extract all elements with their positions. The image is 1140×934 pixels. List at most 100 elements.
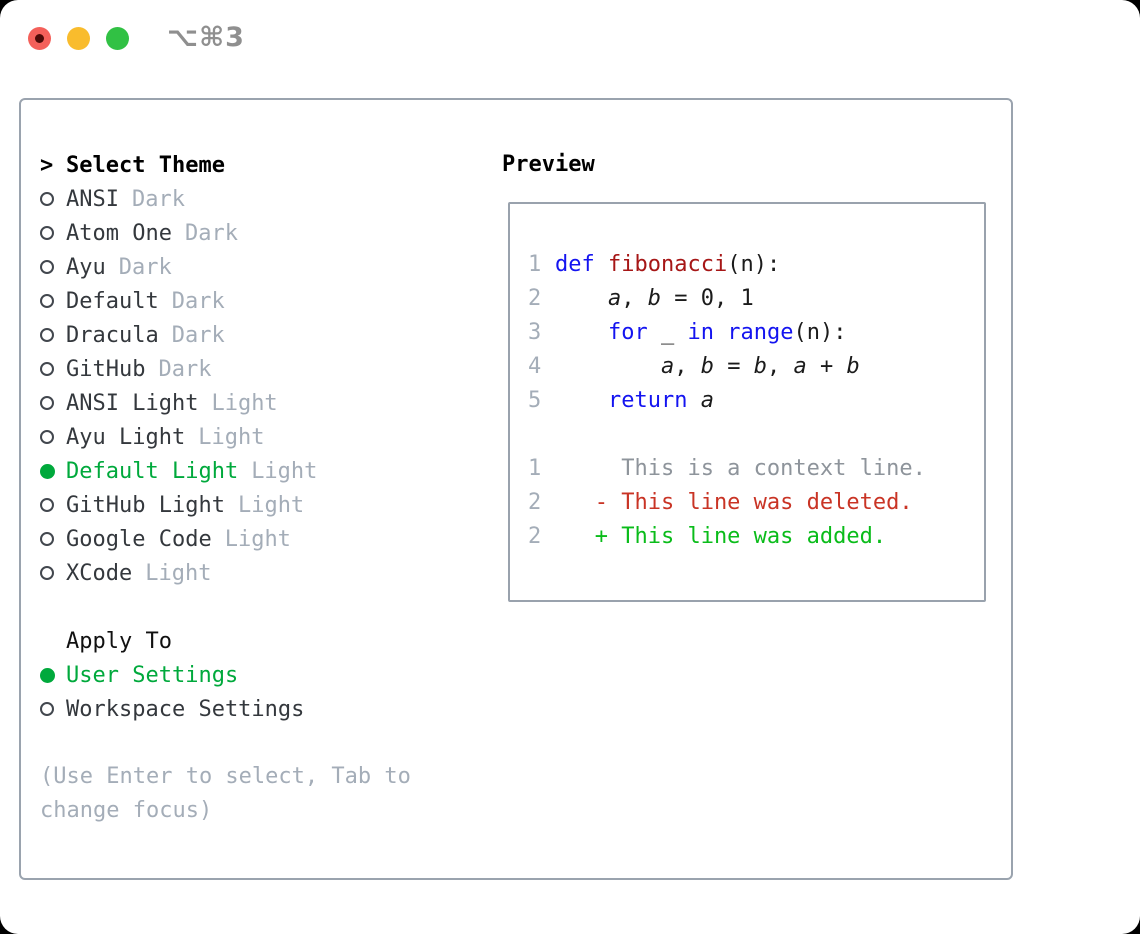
spacer — [21, 590, 491, 624]
radio-selected-icon — [40, 463, 55, 479]
code-token: fibonacci — [608, 252, 728, 277]
zoom-button[interactable] — [106, 27, 129, 50]
theme-variant: Dark — [131, 186, 185, 212]
apply-to-header: Apply To — [21, 624, 491, 658]
select-theme-header: > Select Theme — [21, 148, 491, 182]
traffic-lights — [28, 27, 129, 50]
theme-option[interactable]: Ayu Dark — [21, 250, 491, 284]
radio-icon — [40, 294, 54, 308]
theme-variant: Dark — [158, 356, 212, 382]
code-token: = — [713, 354, 754, 379]
preview-title: Preview — [502, 152, 595, 177]
line-number: 1 — [528, 456, 542, 481]
titlebar: ⌥⌘3 — [0, 0, 1140, 76]
close-button[interactable] — [28, 27, 51, 50]
code-token: = 0, 1 — [660, 286, 754, 311]
minimize-button[interactable] — [67, 27, 90, 50]
code-token — [687, 388, 700, 413]
code-token: a — [660, 354, 675, 379]
code-token: range — [727, 320, 794, 345]
radio-marker — [40, 396, 66, 410]
code-token: a — [700, 388, 714, 413]
apply-option[interactable]: Workspace Settings — [21, 692, 491, 726]
radio-marker — [40, 667, 66, 683]
radio-icon — [40, 532, 54, 546]
code-line: 4 a, b = b, a + b — [528, 350, 984, 384]
theme-name: Google Code — [66, 526, 212, 552]
theme-name: GitHub Light — [66, 492, 225, 518]
theme-name: GitHub — [66, 356, 146, 382]
theme-variant: Dark — [171, 288, 225, 314]
theme-variant: Dark — [118, 254, 172, 280]
radio-marker — [40, 328, 66, 342]
radio-icon — [40, 702, 54, 716]
theme-name: XCode — [66, 560, 133, 586]
code-token — [595, 252, 608, 277]
code-token — [555, 286, 608, 311]
theme-option[interactable]: ANSI Dark — [21, 182, 491, 216]
radio-marker — [40, 498, 66, 512]
code-token: _ — [647, 320, 688, 345]
code-token: b — [846, 354, 860, 379]
code-token: def — [555, 252, 595, 277]
list-title: Select Theme — [66, 152, 225, 178]
diff-preview: 1 This is a context line.2 - This line w… — [528, 452, 984, 554]
code-line: 5 return a — [528, 384, 984, 418]
code-token — [555, 388, 608, 413]
diff-text: + This line was added. — [555, 524, 887, 549]
diff-text: This is a context line. — [555, 456, 926, 481]
line-number: 2 — [528, 490, 542, 515]
radio-selected-icon — [40, 667, 55, 683]
keyboard-hint: (Use Enter to select, Tab to change focu… — [40, 764, 411, 823]
radio-marker — [40, 463, 66, 479]
radio-marker — [40, 430, 66, 444]
code-token: in — [687, 320, 714, 345]
code-token: a — [607, 286, 622, 311]
code-token: (n): — [793, 320, 847, 345]
theme-option[interactable]: Google Code Light — [21, 522, 491, 556]
window-shortcut-label: ⌥⌘3 — [167, 22, 245, 53]
code-token: b — [753, 354, 767, 379]
apply-option-label: Workspace Settings — [66, 696, 305, 722]
code-token: for — [607, 320, 648, 345]
theme-name: Default Light — [66, 458, 239, 484]
radio-marker — [40, 532, 66, 546]
code-token: return — [607, 388, 688, 413]
line-number: 2 — [528, 524, 542, 549]
theme-name: ANSI Light — [66, 390, 199, 416]
blank-line — [528, 418, 984, 452]
radio-marker — [40, 192, 66, 206]
line-number: 1 — [528, 252, 542, 277]
radio-marker — [40, 702, 66, 716]
theme-name: Ayu — [66, 254, 106, 280]
radio-marker — [40, 226, 66, 240]
radio-marker — [40, 260, 66, 274]
radio-marker — [40, 566, 66, 580]
apply-option[interactable]: User Settings — [21, 658, 491, 692]
spacer — [21, 726, 491, 760]
theme-name: ANSI — [66, 186, 119, 212]
code-token: b — [647, 286, 661, 311]
radio-icon — [40, 430, 54, 444]
theme-option[interactable]: GitHub Light Light — [21, 488, 491, 522]
line-number: 5 — [528, 388, 542, 413]
diff-line-add: 2 + This line was added. — [528, 520, 984, 554]
theme-variant: Light — [237, 492, 305, 518]
code-token: , — [621, 286, 648, 311]
radio-icon — [40, 226, 54, 240]
theme-variant: Light — [224, 526, 291, 552]
theme-option[interactable]: GitHub Dark — [21, 352, 491, 386]
apply-option-label: User Settings — [66, 662, 239, 688]
